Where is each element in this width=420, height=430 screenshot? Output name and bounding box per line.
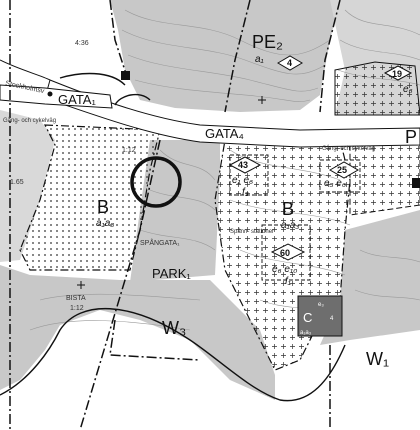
point-marker-icon [47, 91, 53, 97]
label-w1: W₁ [366, 349, 389, 369]
gata1-road [0, 84, 113, 109]
label-pe2: PE₂ [252, 32, 283, 52]
square-marker-icon [121, 71, 130, 80]
square-marker-right-icon [412, 178, 420, 188]
left-strip-area [0, 110, 55, 262]
label-pe2-code: a₁ [255, 54, 264, 65]
label-f3: f₃ [242, 187, 249, 198]
plus-marker-2-icon [77, 281, 85, 289]
label-c-e: e₃ [318, 302, 324, 308]
label-b-left-code: a₁a₃ [96, 218, 114, 229]
label-c: C [303, 310, 312, 325]
label-b-left: B [97, 197, 109, 217]
label-e6: e₆ [403, 84, 413, 95]
building-boxes [229, 154, 361, 281]
label-p: P [405, 127, 417, 147]
label-f1: f₁ [285, 276, 291, 287]
label-b-center-code: a₁a₃ [281, 220, 299, 231]
label-gang-cykel-right: Gång- och cykelväg [322, 145, 375, 152]
label-e1-e6: e₁ e₆ [232, 175, 253, 186]
label-e3-e4: e₃ e₆ [324, 178, 346, 189]
label-gata4: GATA₄ [205, 126, 244, 141]
zone-boundaries [9, 0, 341, 430]
label-1-65: 1.65 [10, 179, 24, 186]
right-lower-area [320, 210, 420, 345]
label-gang-cykel-left: Gång- och cykelväg [3, 117, 56, 124]
label-e6-e10: e₆ e₁₀ [272, 264, 297, 275]
left-park-area [0, 265, 275, 400]
diamond-60 [270, 243, 306, 261]
diamond-25 [328, 161, 360, 179]
label-43: 43 [238, 160, 248, 170]
label-1-12-bottom: 1:12 [70, 305, 84, 312]
left-curved-road [0, 59, 51, 81]
label-park1: PARK₁ [152, 266, 191, 281]
c-block [297, 295, 343, 337]
label-w3: W₃ [162, 318, 186, 338]
label-spanningstang: SPÅNGATA₁ [140, 238, 180, 247]
label-b-center: B [282, 199, 294, 219]
number-diamonds [228, 55, 413, 261]
diamond-43 [228, 156, 262, 174]
map-labels: PE₂ a₁ 4 GATA₁ GATA₄ Stockholmsv Gång- o… [3, 32, 417, 369]
label-c-num: 4 [330, 316, 334, 322]
label-4-36: 4:36 [75, 40, 89, 47]
label-bista: BISTA [66, 295, 86, 302]
highlight-circle [130, 156, 182, 208]
label-25: 25 [337, 165, 347, 175]
label-19: 19 [392, 69, 402, 79]
diamond-pe2 [277, 55, 303, 71]
diamond-19 [383, 65, 413, 81]
b-left-area [19, 124, 161, 271]
solid-lines [0, 72, 346, 402]
roads [0, 59, 420, 148]
label-60: 60 [280, 248, 290, 258]
label-pe2-num: 4 [287, 58, 292, 68]
label-1-12-top: 1:12 [122, 147, 136, 154]
label-c-code: a₁a₃ [300, 330, 312, 336]
plus-marker-icon [258, 96, 266, 104]
pe2-area [110, 0, 340, 112]
label-gata1: GATA₁ [58, 92, 96, 107]
label-small-note: Spånn- stationer [230, 228, 274, 235]
